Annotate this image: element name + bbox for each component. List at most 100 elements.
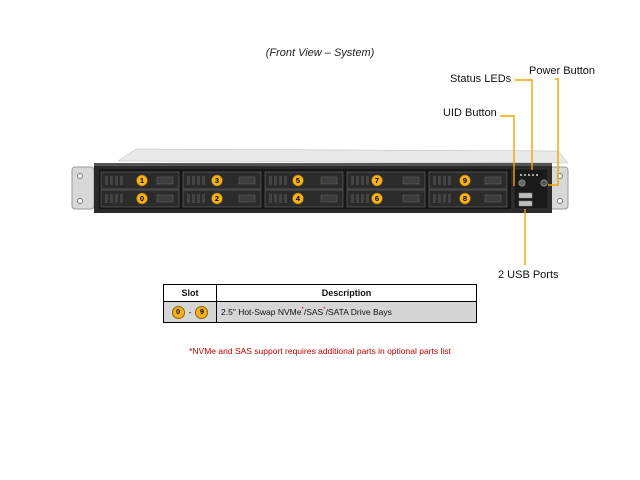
drive-bay-number: 5 — [296, 176, 300, 185]
drive-tray-latch[interactable] — [238, 194, 256, 203]
description-text-3: /SATA Drive Bays — [325, 307, 392, 317]
drive-tray-latch[interactable] — [402, 176, 420, 185]
power-button-callout-line — [548, 78, 559, 186]
drive-tray-vent — [433, 176, 436, 185]
slot-column-header: Slot — [163, 284, 217, 302]
drive-tray-latch[interactable] — [402, 194, 420, 203]
chassis-top-panel — [117, 148, 569, 164]
description-text-2: /SAS — [303, 307, 324, 317]
drive-bay-number: 4 — [296, 194, 301, 203]
drive-tray-vent — [274, 194, 277, 203]
drive-tray-latch[interactable] — [238, 176, 256, 185]
drive-tray-vent — [202, 176, 205, 185]
slot-range-separator: - — [188, 307, 192, 317]
drive-bay-number: 3 — [215, 176, 219, 185]
drive-tray-vent — [366, 176, 369, 185]
drive-tray-vent — [115, 176, 118, 185]
drive-tray-vent — [269, 176, 272, 185]
drive-bay-number-badge — [371, 174, 383, 187]
drive-tray-vent — [361, 194, 364, 203]
drive-tray-vent — [197, 176, 200, 185]
drive-bay-number-badge — [211, 192, 223, 205]
table-header-row: Slot Description — [163, 284, 477, 302]
drive-bay-number-badge — [459, 174, 471, 187]
drive-tray-vent — [438, 176, 441, 185]
drive-tray-vent — [366, 194, 369, 203]
drive-bay-number-badge — [136, 192, 148, 205]
slot-range-cell: 0-9 — [163, 301, 217, 323]
uid-button-label: UID Button — [443, 107, 497, 119]
drive-bay-number: 7 — [375, 176, 379, 185]
uid-button-callout-line — [500, 115, 515, 186]
drive-tray-latch[interactable] — [156, 194, 174, 203]
left-ear-screw — [77, 173, 83, 179]
drive-bay-number-badge — [292, 192, 304, 205]
right-ear-screw — [557, 198, 563, 204]
drive-tray-vent — [110, 176, 113, 185]
usb-port[interactable] — [518, 192, 533, 199]
drive-bay-number-badge — [136, 174, 148, 187]
drive-bay-number: 6 — [375, 194, 379, 203]
drive-tray-vent — [448, 194, 451, 203]
left-ear-screw — [77, 198, 83, 204]
drive-tray-latch[interactable] — [484, 176, 502, 185]
drive-tray-vent — [351, 194, 354, 203]
drive-tray-latch[interactable] — [320, 194, 338, 203]
drive-tray-vent — [433, 194, 436, 203]
description-cell: 2.5" Hot-Swap NVMe*/SAS*/SATA Drive Bays — [216, 301, 477, 323]
drive-tray-vent — [115, 194, 118, 203]
drive-bay-number: 2 — [215, 194, 219, 203]
power-button-label: Power Button — [529, 65, 596, 77]
chassis-front-bezel-edge — [94, 163, 552, 166]
drive-tray-vent — [105, 194, 108, 203]
drive-tray-latch[interactable] — [320, 176, 338, 185]
drive-tray-vent — [448, 176, 451, 185]
footnote-marker: * — [301, 307, 304, 314]
drive-tray-vent — [192, 176, 195, 185]
footnote: *NVMe and SAS support requires additiona… — [189, 346, 451, 356]
drive-tray-vent — [110, 194, 113, 203]
drive-bay-number: 0 — [140, 194, 144, 203]
drive-tray-vent — [279, 194, 282, 203]
drive-tray-vent — [438, 194, 441, 203]
drive-tray-vent — [192, 194, 195, 203]
drive-bay-number-badge — [292, 174, 304, 187]
usb-port[interactable] — [518, 200, 533, 207]
status-leds-callout-line — [515, 79, 533, 170]
drive-tray-vent — [187, 176, 190, 185]
drive-bay-number: 1 — [140, 176, 144, 185]
usb-ports-label: 2 USB Ports — [498, 269, 559, 281]
drive-tray-vent — [187, 194, 190, 203]
slot-description-table: Slot Description 0-9 2.5" Hot-Swap NVMe*… — [163, 284, 477, 323]
uid-button[interactable] — [518, 179, 526, 187]
drive-tray-vent — [120, 176, 123, 185]
drive-tray-vent — [284, 176, 287, 185]
figure-caption: (Front View – System) — [265, 47, 375, 59]
drive-tray-vent — [197, 194, 200, 203]
description-text-1: 2.5" Hot-Swap NVMe — [221, 307, 302, 317]
drive-bay-number-badge — [459, 192, 471, 205]
table-row: 0-9 2.5" Hot-Swap NVMe*/SAS*/SATA Drive … — [163, 301, 477, 323]
status-leds-label: Status LEDs — [450, 73, 512, 85]
drive-tray-vent — [361, 176, 364, 185]
drive-bay-number-badge — [211, 174, 223, 187]
drive-tray-vent — [274, 176, 277, 185]
drive-tray-vent — [356, 176, 359, 185]
status-leds — [519, 173, 539, 177]
drive-tray-vent — [443, 176, 446, 185]
drive-tray-latch[interactable] — [156, 176, 174, 185]
drive-tray-vent — [202, 194, 205, 203]
drive-tray-vent — [351, 176, 354, 185]
drive-tray-latch[interactable] — [484, 194, 502, 203]
drive-tray-vent — [443, 194, 446, 203]
description-column-header: Description — [216, 284, 477, 302]
left-rack-ear — [71, 166, 95, 210]
footnote-marker: * — [323, 307, 326, 314]
drive-tray-vent — [120, 194, 123, 203]
drive-bay-number: 9 — [463, 176, 467, 185]
drive-tray-vent — [284, 194, 287, 203]
slot-start-badge: 0 — [171, 305, 185, 319]
power-button[interactable] — [540, 179, 548, 187]
